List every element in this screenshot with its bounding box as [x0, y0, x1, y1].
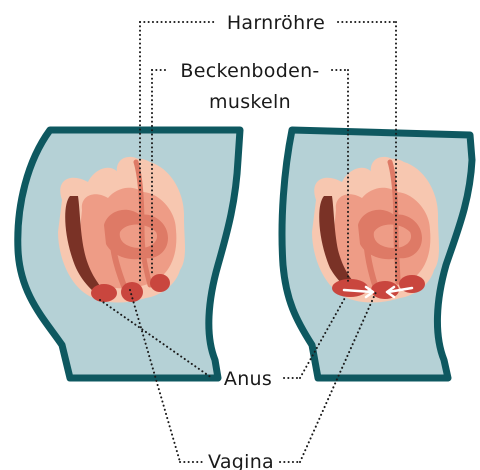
- pelvic-floor-muscle-right-1: [332, 279, 368, 297]
- pelvis-contracted: [282, 130, 472, 378]
- pelvic-floor-muscle-left-3: [150, 274, 170, 292]
- pelvic-floor-muscle-left-1: [91, 284, 117, 302]
- label-anus: Anus: [224, 368, 272, 390]
- label-pelvic-floor-line2: muskeln: [209, 91, 291, 113]
- label-pelvic-floor-line1: Beckenboden-: [180, 60, 319, 82]
- label-urethra: Harnröhre: [227, 12, 325, 34]
- label-vagina: Vagina: [208, 451, 274, 470]
- pelvis-relaxed: [18, 130, 240, 378]
